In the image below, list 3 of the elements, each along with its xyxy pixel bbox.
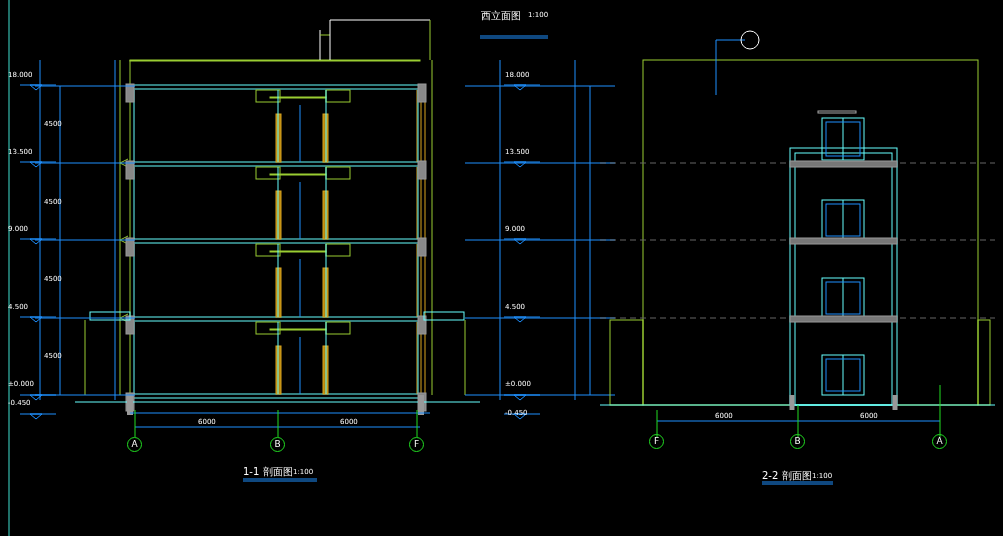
drawing-title: 2-2 剖面图	[762, 470, 812, 482]
drawing-title: 西立面图	[481, 10, 521, 22]
drawing-title: 1-1 剖面图	[243, 466, 293, 478]
